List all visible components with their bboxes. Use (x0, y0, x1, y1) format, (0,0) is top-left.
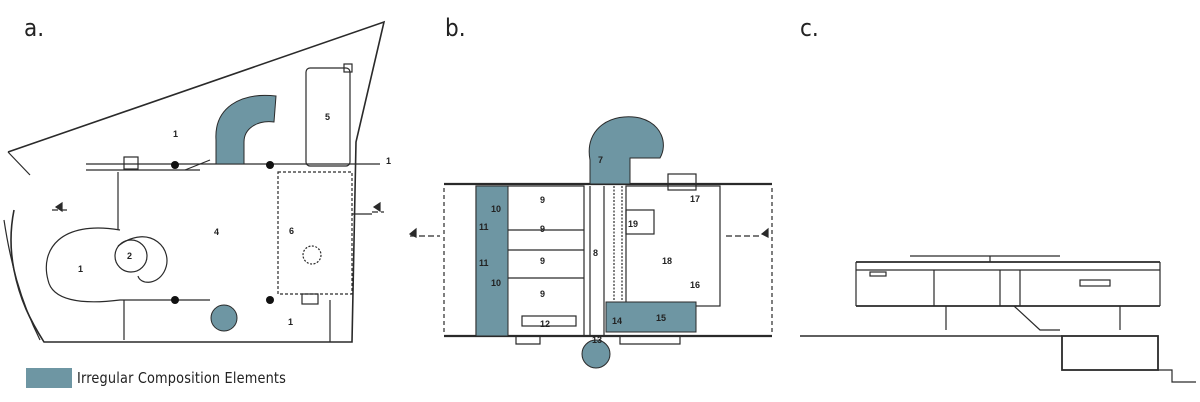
plan-a-spiral-stair (210, 304, 238, 332)
plan-a-room-label: 6 (289, 226, 294, 236)
plan-b-room-label: 9 (540, 224, 545, 234)
plan-b-room-label: 13 (592, 335, 602, 345)
panel-label-c: c. (800, 14, 819, 42)
plan-a (3, 20, 386, 343)
plan-b-room-label: 7 (598, 155, 603, 165)
legend: Irregular Composition Elements (26, 368, 320, 388)
panel-label-b: b. (445, 14, 466, 42)
plan-a-room-label: 4 (214, 227, 219, 237)
plan-b-room-label: 10 (491, 278, 501, 288)
plan-a-room-label: 1 (173, 129, 178, 139)
section-c (800, 255, 1196, 383)
plan-b-room-label: 19 (628, 219, 638, 229)
plan-b-room-label: 14 (612, 316, 622, 326)
plan-b-room-label: 12 (540, 319, 550, 329)
plan-b-spiral-stair (581, 339, 611, 369)
plan-b-room-label: 10 (491, 204, 501, 214)
plan-b-room-label: 15 (656, 313, 666, 323)
plan-b-room-label: 8 (593, 248, 598, 258)
plan-b-room-label: 11 (479, 222, 489, 232)
plan-b-kitchen-block (605, 301, 697, 333)
plan-b-room-label: 9 (540, 195, 545, 205)
plan-b-service-strip (475, 185, 509, 337)
plan-b-room-label: 16 (690, 280, 700, 290)
plan-a-room-numbers: 1 1 1 2 4 5 6 1 1 (78, 112, 391, 327)
plan-a-room-label: 2 (127, 251, 132, 261)
plan-b-room-label: 17 (690, 194, 700, 204)
legend-swatch (26, 368, 72, 388)
plan-b-room-label: 9 (540, 289, 545, 299)
plan-a-room-label: 1 (288, 317, 293, 327)
plan-a-room-label: 1 (386, 156, 391, 166)
plan-a-room-label: 5 (325, 112, 330, 122)
plan-b-fan-stair (588, 116, 664, 185)
plan-a-room-label: 1 (78, 264, 83, 274)
panel-label-a: a. (24, 14, 45, 42)
plan-b-room-label: 9 (540, 256, 545, 266)
plan-b-room-label: 11 (479, 258, 489, 268)
plan-b-room-numbers: 7 9 9 9 9 10 10 11 11 8 19 17 18 16 12 1… (479, 155, 700, 345)
plan-b-room-label: 18 (662, 256, 672, 266)
plan-a-curved-stair (215, 94, 277, 165)
plan-b (408, 173, 773, 345)
legend-label: Irregular Composition Elements (77, 369, 287, 387)
